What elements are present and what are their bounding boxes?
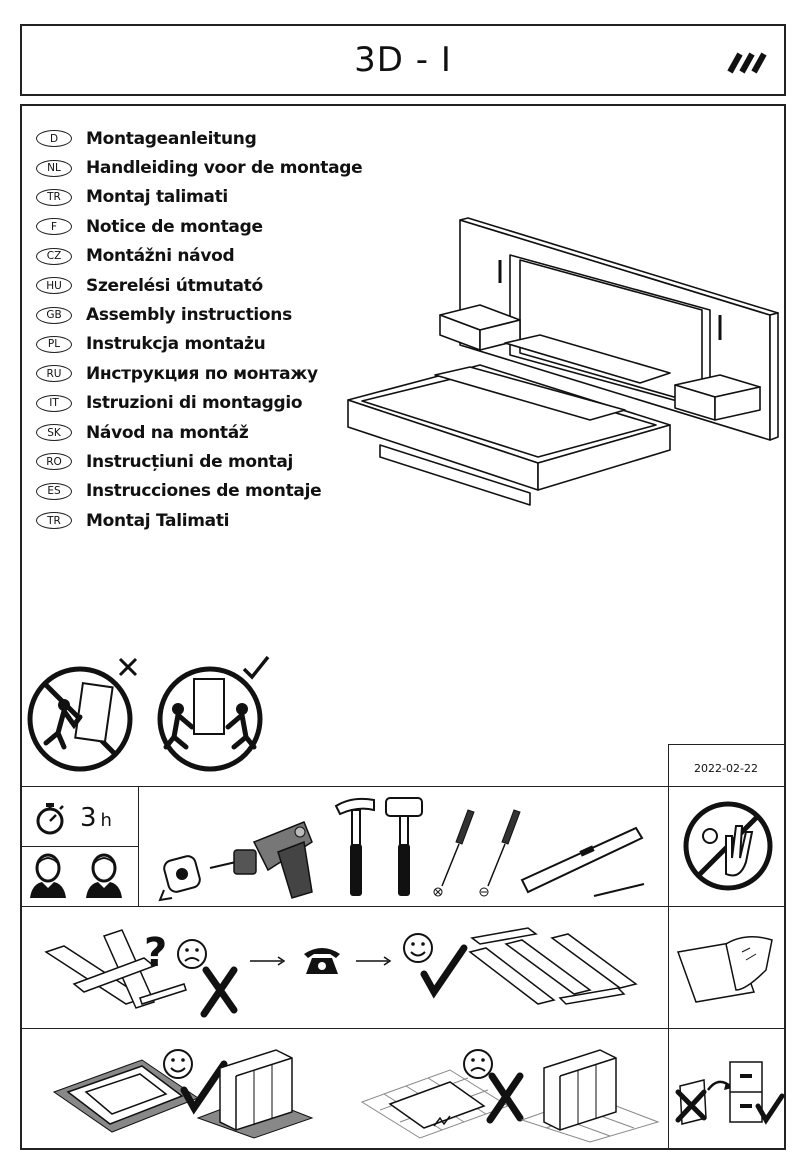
language-row: ES Instrucciones de montaje <box>36 477 362 506</box>
language-code-badge: IT <box>36 394 72 412</box>
language-code-badge: D <box>36 130 72 148</box>
svg-text:?: ? <box>144 930 167 976</box>
divider <box>668 744 786 745</box>
replacement-parts-illustration <box>468 927 638 1005</box>
arrow-right-icon <box>250 956 286 966</box>
stopwatch-icon <box>36 803 64 835</box>
language-title: Montageanleitung <box>86 128 257 149</box>
language-code-badge: CZ <box>36 247 72 265</box>
carpet-cabinet-illustration <box>196 1049 314 1139</box>
language-title: Instrucțiuni de montaj <box>86 451 294 472</box>
arrow-right-icon <box>356 956 392 966</box>
language-row: RO Instrucțiuni de montaj <box>36 447 362 476</box>
language-code-badge: NL <box>36 159 72 177</box>
mallet-icon <box>385 797 423 896</box>
language-title: Návod na montáž <box>86 422 249 443</box>
language-row: CZ Montážni návod <box>36 242 362 271</box>
happy-check-icon <box>163 1049 228 1115</box>
language-title: Montaj talimati <box>86 187 228 208</box>
language-row: SK Návod na montáž <box>36 418 362 447</box>
drill-icon <box>209 821 313 899</box>
correct-lifting-icon <box>157 655 270 772</box>
language-row: GB Assembly instructions <box>36 300 362 329</box>
language-row: F Notice de montage <box>36 212 362 241</box>
title-box: 3D - I <box>20 24 786 96</box>
divider <box>668 744 669 906</box>
language-row: HU Szerelési útmutató <box>36 271 362 300</box>
triple-slash-logo <box>727 52 767 74</box>
divider <box>20 846 138 847</box>
page-title: 3D - I <box>354 40 452 80</box>
language-title: Handleiding voor de montage <box>86 158 363 179</box>
protective-cloth-icon <box>676 936 773 1003</box>
person-icon <box>30 853 66 898</box>
language-code-badge: RU <box>36 365 72 383</box>
language-row: D Montageanleitung <box>36 124 362 153</box>
language-code-badge: HU <box>36 277 72 295</box>
spirit-level-icon <box>520 826 645 897</box>
divider <box>20 1028 786 1029</box>
divider <box>138 786 139 906</box>
divider <box>20 786 786 787</box>
language-code-badge: TR <box>36 188 72 206</box>
language-title: Инструкция по монтажу <box>86 363 318 384</box>
happy-check-icon <box>403 933 468 999</box>
carpet-panel-illustration <box>52 1059 200 1133</box>
language-title: Notice de montage <box>86 216 263 237</box>
hammer-icon <box>334 797 375 896</box>
language-row: TR Montaj talimati <box>36 183 362 212</box>
language-code-badge: SK <box>36 424 72 442</box>
sad-cross-icon <box>463 1049 524 1124</box>
language-row: IT Istruzioni di montaggio <box>36 389 362 418</box>
language-row: RU Инструкция по монтажу <box>36 359 362 388</box>
language-row: PL Instrukcja montażu <box>36 330 362 359</box>
damaged-parts-illustration <box>44 929 187 1009</box>
tiles-cabinet-illustration <box>520 1049 660 1143</box>
language-title: Instrukcja montażu <box>86 334 266 355</box>
flat-screwdriver-icon <box>479 809 521 897</box>
bed-illustration <box>347 217 779 506</box>
language-code-badge: TR <box>36 512 72 530</box>
language-title: Assembly instructions <box>86 305 292 326</box>
phillips-screwdriver-icon <box>433 809 475 897</box>
recycle-packaging-icon <box>675 1061 785 1125</box>
language-code-badge: ES <box>36 482 72 500</box>
language-code-badge: GB <box>36 306 72 324</box>
telephone-icon <box>304 948 340 974</box>
language-title: Istruzioni di montaggio <box>86 393 303 414</box>
wrong-lifting-icon <box>27 657 138 772</box>
language-title: Szerelési útmutató <box>86 275 263 296</box>
measuring-tape-icon <box>158 855 201 902</box>
question-sad-icon: ? <box>144 930 238 1018</box>
language-title: Montážni návod <box>86 246 235 267</box>
language-code-badge: RO <box>36 453 72 471</box>
person-icon <box>86 853 122 898</box>
language-title: Instrucciones de montaje <box>86 481 322 502</box>
document-date: 2022-02-22 <box>694 762 758 775</box>
language-row: NL Handleiding voor de montage <box>36 153 363 182</box>
no-children-icon <box>683 801 773 891</box>
divider <box>20 906 786 907</box>
main-content-box <box>20 104 786 1150</box>
language-code-badge: F <box>36 218 72 236</box>
language-row: TR Montaj Talimati <box>36 506 362 535</box>
language-title: Montaj Talimati <box>86 510 230 531</box>
language-code-badge: PL <box>36 335 72 353</box>
